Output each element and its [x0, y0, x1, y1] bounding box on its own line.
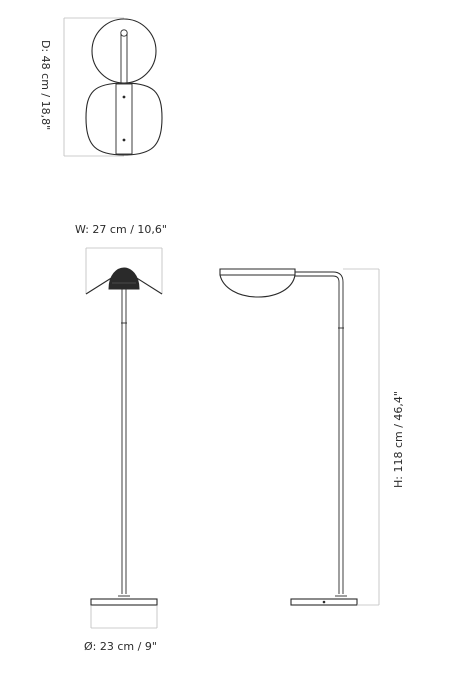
side-view-base	[290, 598, 358, 606]
front-view-stem	[121, 289, 127, 594]
diameter-dimension-bracket	[90, 606, 158, 629]
front-view-base	[90, 598, 158, 606]
depth-dimension-bracket	[63, 17, 124, 157]
depth-label: D: 48 cm / 18,8"	[39, 40, 52, 130]
top-view-screw-lower	[122, 138, 126, 142]
side-view: H: 118 cm / 46,4"	[219, 268, 405, 606]
side-view-arm	[295, 271, 344, 329]
top-view-shade	[91, 18, 157, 84]
side-view-stem	[338, 328, 344, 594]
side-view-shade	[219, 268, 296, 298]
width-label: W: 27 cm / 10,6"	[75, 223, 167, 236]
diameter-label: Ø: 23 cm / 9"	[84, 640, 157, 653]
front-view-shade	[85, 267, 163, 295]
top-view-arm	[120, 34, 128, 84]
side-view-switch	[322, 600, 326, 604]
top-view-screw-upper	[122, 95, 126, 99]
height-dimension-bracket	[343, 268, 380, 606]
top-view-stem	[115, 83, 133, 155]
top-view-pivot	[120, 29, 128, 37]
top-view: D: 48 cm / 18,8"	[39, 17, 163, 157]
front-view: W: 27 cm / 10,6" Ø: 23 cm	[75, 223, 167, 653]
top-view-base	[85, 82, 163, 156]
height-label: H: 118 cm / 46,4"	[392, 391, 405, 488]
width-dimension-bracket	[85, 247, 163, 294]
